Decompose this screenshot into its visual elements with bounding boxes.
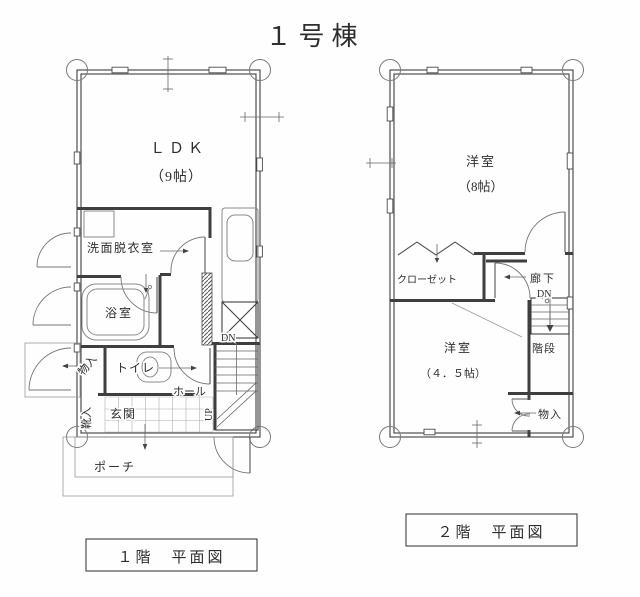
page-title: １号棟 — [265, 22, 364, 51]
washing-machine — [83, 210, 115, 238]
floor1-doors — [120, 236, 251, 474]
kitchen-sink — [226, 214, 254, 262]
floor2-plan: 洋室 （8帖） クローゼット 廊下 DN 階段 洋室 （４．５帖） 物入 — [366, 59, 584, 448]
shaft-hatched-wall — [201, 272, 213, 346]
floor2-stairs — [451, 297, 570, 338]
label-stairs: 階段 — [532, 341, 556, 355]
label-dn-2f: DN — [537, 289, 551, 300]
floor2-dimension-ticks — [366, 158, 482, 448]
label-entrance: 玄関 — [110, 406, 136, 421]
floor2-leader-arrows — [434, 244, 536, 416]
label-toilet: トイレ — [116, 361, 155, 375]
entrance-tile-grid — [104, 396, 214, 433]
porch-outline — [62, 436, 234, 497]
label-bath: 浴室 — [105, 305, 133, 320]
floor1-caption: １階 平面図 — [117, 549, 225, 566]
bath-faucet-icon — [144, 284, 153, 300]
stair-upper-void-box — [221, 301, 259, 339]
exterior-storage-outline — [24, 342, 81, 398]
floor1-stairs — [214, 342, 259, 431]
label-shoe-cabinet: 靴入 — [79, 407, 93, 429]
label-room45-size: （４．５帖） — [420, 367, 486, 380]
label-hall: ホール — [173, 385, 206, 398]
label-ldk-size: （9帖） — [150, 169, 203, 185]
label-room8-size: （8帖） — [458, 179, 504, 194]
floor1-dimension-ticks — [163, 56, 284, 122]
label-corridor: 廊下 — [530, 271, 556, 285]
toilet-bowl — [136, 351, 172, 383]
floor1-fixtures — [81, 207, 259, 383]
floor2-window-sashes — [386, 66, 574, 436]
bathtub — [81, 283, 150, 341]
floor2-doors — [494, 211, 566, 432]
floor2-caption-box: ２階 平面図 — [405, 513, 578, 547]
label-up: UP — [204, 408, 215, 421]
label-room8: 洋室 — [466, 154, 496, 169]
label-washroom: 洗面脱衣室 — [87, 240, 155, 255]
label-storage-2f: 物入 — [538, 407, 562, 421]
floor2-caption: ２階 平面図 — [437, 524, 545, 541]
label-room45: 洋室 — [444, 340, 472, 355]
floor1-caption-box: １階 平面図 — [85, 538, 258, 572]
label-ldk: ＬＤＫ — [150, 141, 207, 157]
floor2-interior-walls — [390, 252, 573, 437]
label-closet: クローゼット — [397, 274, 457, 286]
closet-folding-doors — [397, 241, 475, 256]
floor1-leader-arrows — [62, 248, 197, 450]
floor1-plan: ＬＤＫ （9帖） 洗面脱衣室 浴室 物入 トイレ 靴入 玄関 ホール UP DN… — [24, 56, 284, 497]
label-porch: ポーチ — [94, 460, 136, 474]
label-dn-1f: DN — [221, 333, 235, 344]
floor1-window-sashes — [73, 66, 263, 353]
floor1-left-window-arcs — [24, 232, 81, 398]
label-storage-1f: 物入 — [75, 352, 100, 378]
